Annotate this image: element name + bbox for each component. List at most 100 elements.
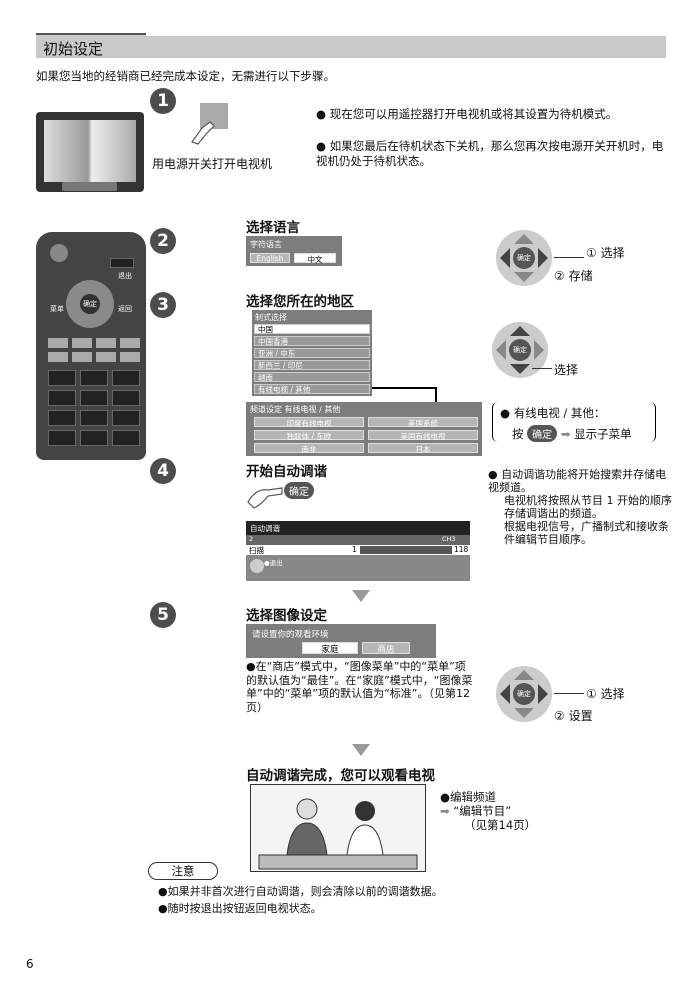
sub-option: 独联体 / 东欧 — [254, 430, 364, 441]
wheel-ok-label: 确定 — [509, 339, 531, 361]
step-5-set-label: ② 设置 — [554, 709, 593, 723]
region-panel: 制式选择 中国 中国香港 亚洲 / 中东 新西兰 / 印尼 越南 有线电视 / … — [252, 310, 372, 396]
remote-key — [80, 410, 108, 426]
intro-text: 如果您当地的经销商已经完成本设定，无需进行以下步骤。 — [36, 69, 335, 83]
exit-label: ●退出 — [264, 559, 283, 567]
nav-arrows-icon — [500, 670, 548, 718]
step-1-bullet-1: ● 现在您可以用遥控器打开电视机或将其设置为待机模式。 — [316, 107, 618, 121]
region-panel-title: 制式选择 — [255, 313, 287, 322]
option-store: 商店 — [362, 642, 410, 655]
note-item: ●随时按退出按钮返回电视状态。 — [158, 902, 322, 915]
callout-line — [532, 368, 552, 369]
region-item: 中国香港 — [254, 336, 370, 346]
remote-key — [112, 370, 140, 386]
remote-key — [80, 430, 108, 446]
option-home: 家庭 — [302, 642, 358, 655]
edit-channel-note: ●编辑频道 ➡ “编辑节目” （见第14页） — [440, 790, 536, 832]
edit-bullet: ●编辑频道 — [440, 790, 497, 804]
step-2-title: 选择语言 — [246, 220, 300, 236]
hand-press-icon — [191, 121, 215, 145]
scan-start: 1 — [352, 545, 357, 554]
scan-progress-bar — [360, 546, 452, 554]
auto-tune-title: 自动调谐 — [250, 524, 280, 533]
down-arrow-icon — [352, 590, 370, 602]
step-5-title: 选择图像设定 — [246, 608, 327, 624]
remote-key — [48, 370, 76, 386]
cable-note-line-2: 按 确定 ➡ 显示子菜单 — [512, 425, 632, 442]
remote-color-button — [96, 338, 116, 348]
remote-exit-label: 退出 — [118, 272, 132, 280]
remote-color-button — [120, 352, 140, 362]
sub-option: 美国系统 — [368, 417, 478, 428]
header-bar — [36, 36, 666, 58]
remote-menu-label: 菜单 — [50, 305, 64, 313]
remote-key — [112, 390, 140, 406]
complete-title: 自动调谐完成，您可以观看电视 — [246, 768, 435, 784]
remote-color-button — [72, 338, 92, 348]
edit-item: ➡ “编辑节目” — [440, 804, 512, 818]
news-anchors-illustration — [258, 798, 418, 870]
remote-ok-button: 确定 — [80, 294, 100, 314]
step-4-note: 电视机将按照从节目 1 开始的顺序存储调谐出的频道。 — [504, 494, 672, 520]
hand-press-icon — [247, 487, 283, 509]
notes-label: 注意 — [148, 862, 218, 880]
page-number: 6 — [26, 957, 34, 971]
step-2-number: 2 — [150, 228, 176, 254]
step-4-number: 4 — [150, 458, 176, 484]
cable-note-bracket — [492, 402, 656, 442]
step-4-note: 根据电视信号，广播制式和接收条件编辑节目顺序。 — [504, 520, 669, 546]
step-5-select-label: ① 选择 — [586, 687, 625, 701]
exit-icon — [250, 559, 264, 573]
remote-return-label: 返回 — [118, 305, 132, 313]
remote-color-button — [48, 352, 68, 362]
wheel-ok-label: 确定 — [513, 247, 535, 269]
wheel-ok-label: 确定 — [513, 683, 535, 705]
remote-exit-button — [110, 258, 134, 268]
scan-end: 118 — [454, 545, 469, 554]
edit-ref: （见第14页） — [464, 818, 537, 832]
step-3-select-label: 选择 — [554, 363, 579, 377]
ok-button-icon: 确定 — [284, 482, 314, 499]
scan-label: 扫描 — [249, 546, 264, 555]
callout-line — [554, 257, 584, 258]
sub-option: 日本 — [368, 443, 478, 454]
tv-stand — [62, 182, 117, 191]
step-1-bullet-2: ● 如果您最后在待机状态下关机，那么您再次按电源开关开机时，电视机仍处于待机状态… — [316, 139, 664, 168]
step-2-store-label: ② 存储 — [554, 269, 593, 283]
nav-arrows-icon — [496, 326, 544, 374]
step-5-number: 5 — [150, 602, 176, 628]
remote-color-button — [120, 338, 140, 348]
environment-panel: 请设置你的观看环境 家庭 商店 — [246, 624, 436, 658]
region-item: 亚洲 / 中东 — [254, 348, 370, 358]
language-panel: 字符语言 English 中文 — [246, 236, 342, 266]
region-item: 中国 — [254, 324, 370, 334]
connector-line — [372, 387, 437, 404]
step-5-note: ●在“商店”模式中，“图像菜单”中的“菜单”项的默认值为“最佳”。在“家庭”模式… — [246, 660, 473, 714]
environment-panel-title: 请设置你的观看环境 — [252, 630, 329, 640]
sub-panel-title: 频道设定 有线电视 / 其他 — [250, 405, 341, 414]
remote-key — [48, 390, 76, 406]
channel-code: CH3 — [442, 535, 456, 543]
step-3-number: 3 — [150, 292, 176, 318]
cable-note-line-1: ● 有线电视 / 其他： — [500, 406, 606, 420]
region-item: 越南 — [254, 372, 370, 382]
remote-key — [112, 430, 140, 446]
note-item: ●如果并非首次进行自动调谐，则会清除以前的调谐数据。 — [158, 885, 443, 898]
sub-option: 南非 — [254, 443, 364, 454]
step-4-title: 开始自动调谐 — [246, 464, 327, 480]
callout-line — [554, 693, 584, 694]
region-item: 有线电视 / 其他 — [254, 384, 370, 394]
remote-key — [80, 370, 108, 386]
remote-key — [112, 410, 140, 426]
remote-key — [80, 390, 108, 406]
page-title: 初始设定 — [36, 33, 146, 58]
step-2-select-label: ① 选择 — [586, 246, 625, 260]
power-button-illustration — [200, 103, 228, 129]
step-1-number: 1 — [150, 88, 176, 114]
ok-button-icon: 确定 — [527, 425, 558, 442]
sub-option: 美国有线电视 — [368, 430, 478, 441]
remote-color-button — [72, 352, 92, 362]
auto-tune-panel: 自动调谐 2 CH3 扫描 1 118 ●退出 — [246, 521, 470, 581]
tv-screen — [44, 120, 136, 182]
remote-color-button — [48, 338, 68, 348]
